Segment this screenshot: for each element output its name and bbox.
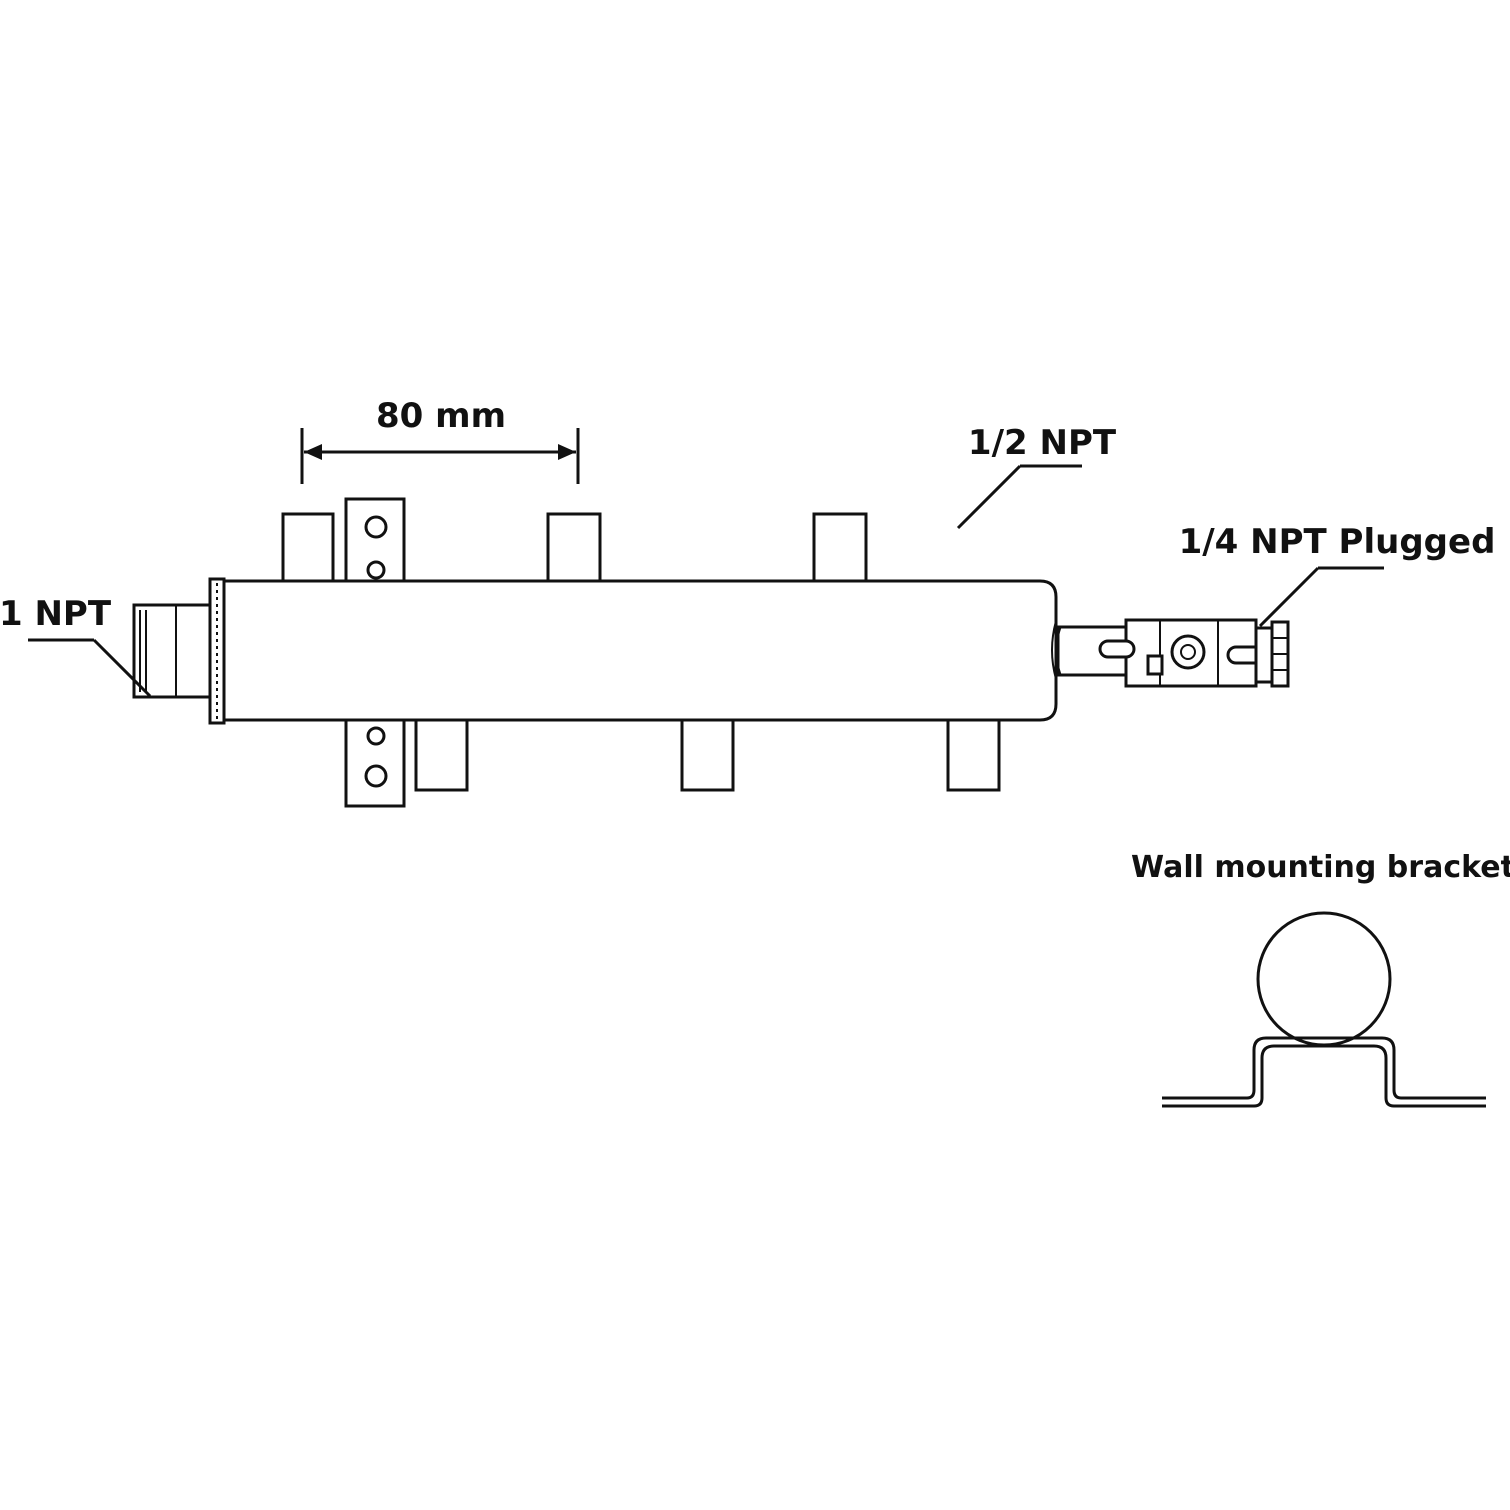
callout-inlet-thread: 1 NPT: [0, 594, 152, 698]
outlet-top-2: [544, 512, 604, 590]
inlet-threaded-nipple: [132, 603, 212, 699]
inlet-knurled-ring: [208, 577, 226, 725]
dimension-annotation: 80 mm: [300, 396, 580, 484]
inlet-thread-label: 1 NPT: [0, 594, 112, 634]
mounting-bracket-top: [344, 497, 406, 583]
ball-valve: [1098, 618, 1266, 688]
dimension-label: 80 mm: [376, 396, 506, 436]
wall-bracket-detail: Wall mounting bracket: [1131, 850, 1510, 1108]
outlet-bottom-1: [412, 712, 471, 792]
end-plug-label: 1/4 NPT Plugged: [1179, 522, 1496, 562]
mounting-bracket-bottom: [344, 716, 406, 808]
end-plug: [1254, 620, 1290, 688]
bracket-title: Wall mounting bracket: [1131, 850, 1510, 885]
outlet-top-3: [810, 512, 870, 590]
outlet-bottom-3: [944, 712, 1003, 792]
callout-outlet-thread: 1/2 NPT: [956, 423, 1117, 530]
outlet-top-1: [279, 512, 337, 590]
outlet-bottom-2: [678, 712, 737, 792]
outlet-thread-label: 1/2 NPT: [968, 423, 1117, 463]
callout-end-plug: 1/4 NPT Plugged: [1179, 522, 1496, 628]
manifold-body: [220, 579, 1058, 722]
